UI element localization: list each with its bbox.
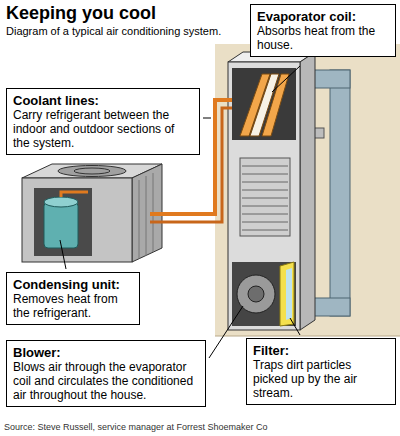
fan-grille (58, 166, 126, 177)
chart-title: Keeping you cool (6, 3, 156, 24)
subtitle: Diagram of a typical air conditioning sy… (6, 25, 221, 38)
house-wall (215, 44, 400, 336)
leader-line (272, 66, 300, 92)
grille-slats (242, 166, 288, 230)
leader-line (290, 318, 300, 335)
blower-cutaway (232, 262, 296, 326)
callout-box: Condensing unit:Removes heat from the re… (6, 272, 140, 325)
cabinet-front (228, 62, 300, 330)
source-caption: Source: Steve Russell, service manager a… (4, 422, 268, 433)
condenser-cutaway (34, 188, 92, 256)
leader-line (209, 306, 243, 358)
compressor-top (44, 197, 78, 207)
leader-line (203, 118, 211, 119)
return-duct (330, 70, 350, 316)
callout-heading: Blower: (13, 345, 199, 360)
callout-heading: Evaporator coil: (257, 9, 389, 24)
callout-body: Blows air through the evaporator coil an… (13, 360, 199, 402)
cabinet-side (300, 52, 315, 330)
filter-face (286, 268, 292, 320)
callout-body: Traps dirt particles picked up by the ai… (253, 358, 389, 400)
callout-box: Filter:Traps dirt particles picked up by… (246, 338, 396, 405)
fan-grille-ring (74, 168, 110, 174)
vent-grille (240, 158, 290, 236)
callout-body: Carry refrigerant between the indoor and… (13, 108, 193, 150)
callout-box: Evaporator coil:Absorbs heat from the ho… (250, 4, 396, 57)
callout-body: Absorbs heat from the house. (257, 24, 389, 52)
condenser-front (22, 178, 132, 262)
compressor (44, 202, 78, 248)
callout-heading: Condensing unit: (13, 277, 133, 292)
compressor-tube (61, 192, 88, 197)
floor-line (215, 336, 400, 337)
air-filter (280, 262, 294, 326)
callout-body: Removes heat from the refrigerant. (13, 292, 133, 320)
callout-box: Coolant lines:Carry refrigerant between … (6, 88, 200, 155)
blower-hub (248, 286, 264, 302)
callout-box: Blower:Blows air through the evaporator … (6, 340, 206, 407)
callout-heading: Coolant lines: (13, 93, 193, 108)
callout-heading: Filter: (253, 343, 389, 358)
leader-line (60, 240, 66, 269)
evaporator-coil (262, 74, 289, 136)
